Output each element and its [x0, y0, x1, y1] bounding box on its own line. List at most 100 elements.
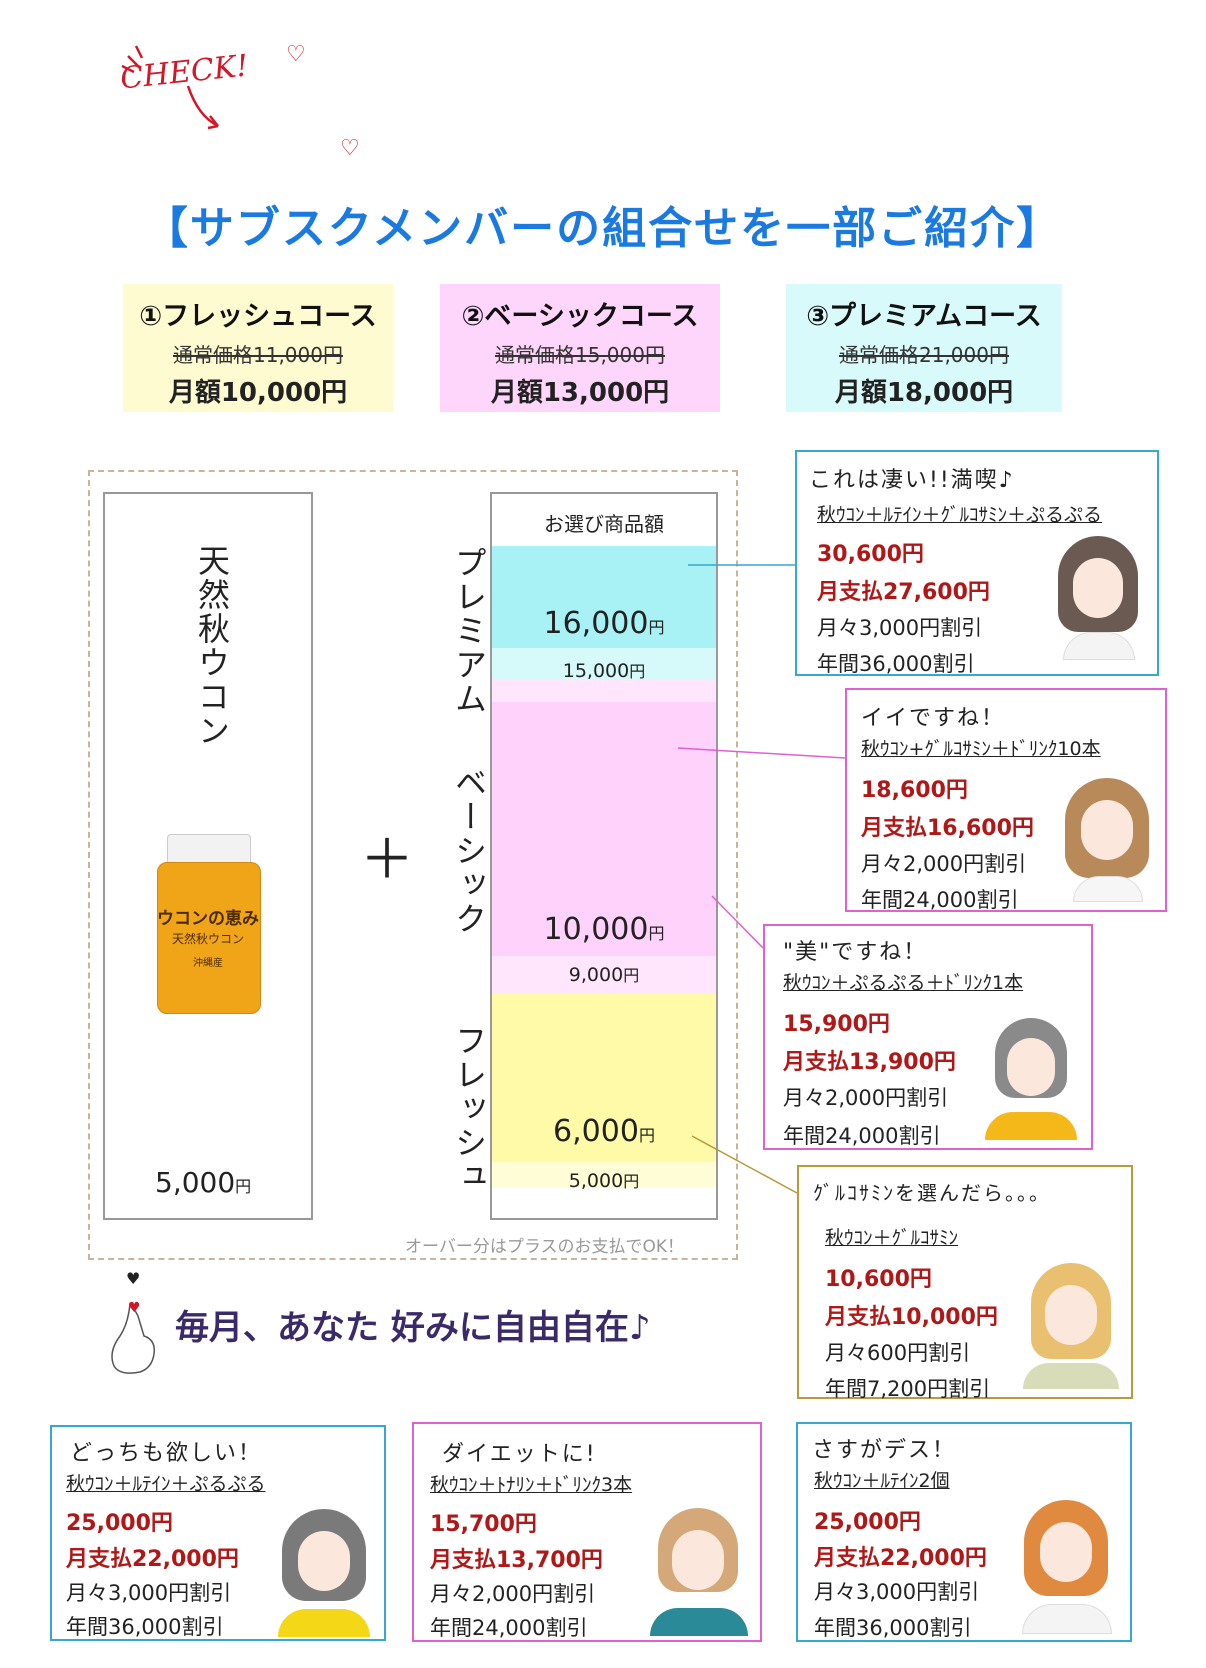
- product-name: 天然秋ウコン: [193, 544, 231, 748]
- label-fresh: フレッシュ: [450, 1024, 488, 1194]
- band-fresh: [492, 994, 716, 1162]
- heart-icon: ♡: [286, 42, 306, 67]
- check-decoration: [121, 45, 219, 130]
- course-fresh: ①フレッシュコース 通常価格11,000円 月額10,000円: [123, 284, 393, 412]
- card-yearly-discount: 年間24,000割引: [783, 1124, 941, 1148]
- card-monthly-discount: 月々2,000円割引: [783, 1086, 949, 1110]
- combination-diagram: [88, 470, 738, 1260]
- card-yearly-discount: 年間24,000割引: [861, 888, 1019, 912]
- woman-avatar: [1012, 1500, 1120, 1636]
- heart-icon: ♡: [340, 136, 360, 161]
- page-title: 【サブスクメンバーの組合せを一部ご紹介】: [143, 203, 1063, 254]
- card-pay: 月支払27,600円: [817, 580, 990, 605]
- card-price: 30,600円: [817, 542, 924, 567]
- course-monthly-price: 月額13,000円: [490, 378, 670, 408]
- card-yearly-discount: 年間36,000割引: [817, 652, 975, 676]
- product-panel: 天然秋ウコン ウコンの恵み 天然秋ウコン 沖縄産 5,000円: [103, 492, 313, 1220]
- combo-card: さすがデス！ 秋ｳｺﾝ＋ﾙﾃｲﾝ2個 25,000円 月支払22,000円 月々…: [796, 1422, 1132, 1642]
- combo-card: どっちも欲しい！ 秋ｳｺﾝ＋ﾙﾃｲﾝ＋ぷるぷる 25,000円 月支払22,00…: [50, 1425, 386, 1641]
- card-combo: 秋ｳｺﾝ+ｸﾞﾙｺｻﾐﾝ＋ﾄﾞﾘﾝｸ10本: [861, 738, 1101, 760]
- combo-card: ダイエットに! 秋ｳｺﾝ＋ﾄﾅﾘﾝ＋ﾄﾞﾘﾝｸ3本 15,700円 月支払13,…: [412, 1422, 762, 1642]
- bottle-sub: 天然秋ウコン: [171, 932, 244, 946]
- course-monthly-price: 月額18,000円: [834, 378, 1014, 408]
- card-combo: 秋ｳｺﾝ＋ﾄﾅﾘﾝ＋ﾄﾞﾘﾝｸ3本: [430, 1474, 633, 1496]
- slogan: 毎月、あなた 好みに自由自在♪: [175, 1308, 651, 1348]
- card-combo: 秋ｳｺﾝ＋ﾙﾃｲﾝ2個: [814, 1470, 950, 1492]
- card-price: 15,700円: [430, 1512, 537, 1537]
- card-yearly-discount: 年間24,000割引: [430, 1616, 588, 1640]
- overage-note: オーバー分はプラスのお支払でOK！: [405, 1237, 685, 1257]
- basic-min-amount: 9,000円: [568, 964, 640, 986]
- course-monthly-price: 月額10,000円: [168, 378, 348, 408]
- course-regular-price: 通常価格15,000円: [495, 343, 665, 367]
- card-title: ダイエットに!: [442, 1442, 597, 1467]
- woman-avatar: [272, 1509, 376, 1639]
- band-gap: [492, 680, 716, 702]
- card-title: イイですね！: [861, 706, 1006, 731]
- label-premium: プレミアム: [450, 546, 488, 716]
- card-title: "美"ですね！: [783, 940, 928, 965]
- card-yearly-discount: 年間36,000割引: [66, 1615, 224, 1639]
- card-title: さすがデス！: [812, 1438, 957, 1463]
- woman-avatar: [1053, 536, 1143, 662]
- svg-text:♥: ♥: [126, 1269, 140, 1288]
- fresh-amount: 6,000円: [553, 1114, 655, 1149]
- card-yearly-discount: 年間7,200円割引: [825, 1377, 991, 1401]
- card-title: ｸﾞﾙｺｻﾐﾝを選んだら。。。: [813, 1181, 1051, 1205]
- card-pay: 月支払13,900円: [783, 1050, 956, 1075]
- card-monthly-discount: 月々2,000円割引: [430, 1582, 596, 1606]
- card-combo: 秋ｳｺﾝ＋ぷるぷる＋ﾄﾞﾘﾝｸ1本: [783, 972, 1024, 994]
- card-monthly-discount: 月々2,000円割引: [861, 852, 1027, 876]
- course-name: ③プレミアムコース: [806, 301, 1042, 332]
- fresh-min-amount: 5,000円: [568, 1170, 640, 1192]
- card-pay: 月支払22,000円: [814, 1546, 987, 1571]
- card-monthly-discount: 月々3,000円割引: [814, 1580, 980, 1604]
- plus-sign: ＋: [360, 828, 414, 891]
- band-fresh-min: [492, 1162, 716, 1188]
- premium-amount: 16,000円: [543, 606, 665, 641]
- course-regular-price: 通常価格21,000円: [839, 343, 1009, 367]
- band-basic: [492, 702, 716, 956]
- card-monthly-discount: 月々3,000円割引: [817, 616, 983, 640]
- card-title: これは凄い!!満喫♪: [809, 468, 1015, 493]
- card-pay: 月支払22,000円: [66, 1547, 239, 1572]
- course-premium: ③プレミアムコース 通常価格21,000円 月額18,000円: [786, 284, 1062, 412]
- card-yearly-discount: 年間36,000割引: [814, 1616, 972, 1640]
- card-price: 25,000円: [66, 1511, 173, 1536]
- combo-card: "美"ですね！ 秋ｳｺﾝ＋ぷるぷる＋ﾄﾞﾘﾝｸ1本 15,900円 月支払13,…: [763, 924, 1093, 1150]
- card-price: 10,600円: [825, 1267, 932, 1292]
- course-basic: ②ベーシックコース 通常価格15,000円 月額13,000円: [440, 284, 720, 412]
- course-name: ①フレッシュコース: [139, 301, 377, 332]
- course-regular-price: 通常価格11,000円: [173, 343, 343, 367]
- supplement-bottle: ウコンの恵み 天然秋ウコン 沖縄産: [153, 834, 263, 1014]
- woman-avatar: [1017, 1263, 1125, 1393]
- card-price: 18,600円: [861, 778, 968, 803]
- card-combo: 秋ｳｺﾝ＋ﾙﾃｲﾝ＋ぷるぷる: [66, 1473, 266, 1495]
- woman-avatar: [1061, 778, 1153, 904]
- card-title: どっちも欲しい！: [70, 1441, 263, 1466]
- finger-heart-icon: ♥: [111, 1269, 156, 1374]
- combo-card: ｸﾞﾙｺｻﾐﾝを選んだら。。。 秋ｳｺﾝ＋ｸﾞﾙｺｻﾐﾝ 10,600円 月支払…: [797, 1165, 1133, 1401]
- woman-avatar: [981, 1018, 1081, 1144]
- combo-card: イイですね！ 秋ｳｺﾝ+ｸﾞﾙｺｻﾐﾝ＋ﾄﾞﾘﾝｸ10本 18,600円 月支払…: [845, 688, 1167, 912]
- card-combo: 秋ｳｺﾝ＋ﾙﾃｲﾝ＋ｸﾞﾙｺｻﾐﾝ＋ぷるぷる: [817, 504, 1103, 526]
- product-price: 5,000円: [155, 1166, 252, 1199]
- band-premium: [492, 546, 716, 648]
- card-pay: 月支払16,600円: [861, 816, 1034, 841]
- card-price: 15,900円: [783, 1012, 890, 1037]
- bottle-label: ウコンの恵み: [157, 909, 259, 929]
- card-monthly-discount: 月々3,000円割引: [66, 1581, 232, 1605]
- label-basic: ベーシック: [450, 766, 488, 936]
- selection-header: お選び商品額: [544, 512, 664, 536]
- premium-min-amount: 15,000円: [562, 660, 646, 682]
- card-price: 25,000円: [814, 1510, 921, 1535]
- band-premium-min: [492, 648, 716, 680]
- heart-icon: ♥: [128, 1300, 141, 1316]
- woman-avatar: [644, 1508, 754, 1638]
- card-combo: 秋ｳｺﾝ＋ｸﾞﾙｺｻﾐﾝ: [825, 1227, 959, 1249]
- bottle-origin: 沖縄産: [193, 958, 223, 969]
- card-monthly-discount: 月々600円割引: [825, 1341, 971, 1365]
- card-pay: 月支払13,700円: [430, 1548, 603, 1573]
- course-name: ②ベーシックコース: [461, 301, 699, 332]
